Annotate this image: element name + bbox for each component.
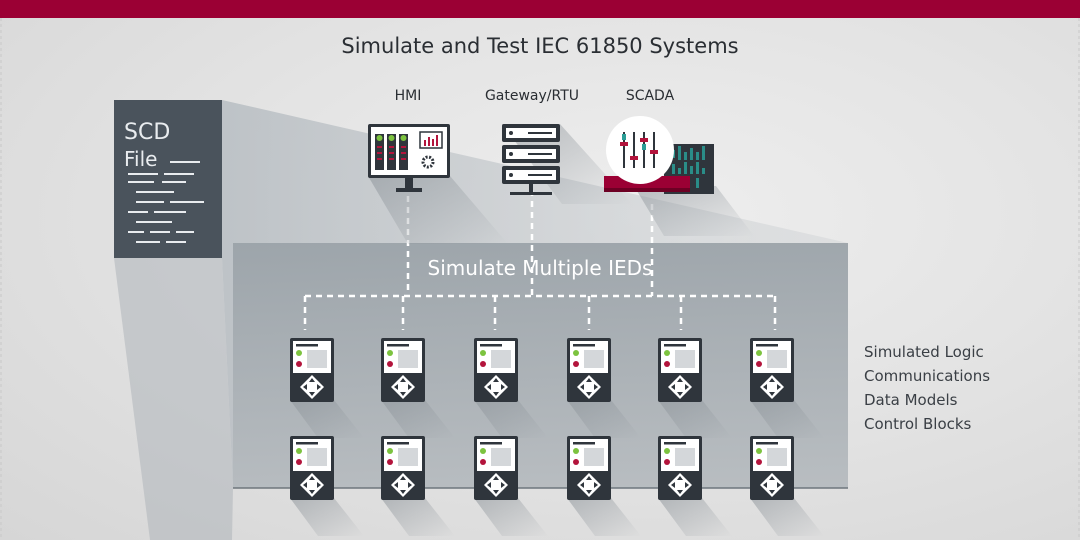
label-hmi: HMI xyxy=(394,88,422,104)
ied-row-2 xyxy=(290,436,824,536)
ied-device-icon xyxy=(381,338,455,438)
feature-data-models: Data Models xyxy=(864,391,958,409)
server-stack-icon xyxy=(502,124,632,204)
scd-line1: SCD xyxy=(124,120,171,145)
scd-projection-lower xyxy=(114,258,233,540)
ied-device-icon xyxy=(567,436,641,536)
scd-file-title: SCD File xyxy=(124,120,170,172)
ied-device-icon xyxy=(750,436,824,536)
ied-device-icon xyxy=(381,436,455,536)
ied-device-icon xyxy=(658,436,732,536)
ied-area-label: Simulate Multiple IEDs xyxy=(427,256,653,280)
ied-area-box xyxy=(233,243,848,488)
ied-row-1 xyxy=(290,338,824,438)
ied-device-icon xyxy=(474,338,548,438)
ied-device-icon xyxy=(658,338,732,438)
ied-device-icon xyxy=(290,338,364,438)
feature-simulated-logic: Simulated Logic xyxy=(864,343,984,361)
label-gateway-rtu: Gateway/RTU xyxy=(484,88,580,104)
system-connectors xyxy=(303,190,777,330)
diagram-title: Simulate and Test IEC 61850 Systems xyxy=(341,34,739,58)
feature-list: Simulated Logic Communications Data Mode… xyxy=(864,340,990,436)
scd-text-lines-icon xyxy=(128,161,204,243)
scada-sliders-icon xyxy=(604,116,754,236)
feature-communications: Communications xyxy=(864,367,991,385)
feature-control-blocks: Control Blocks xyxy=(864,415,972,433)
hmi-monitor-icon xyxy=(368,124,508,244)
ied-device-icon xyxy=(290,436,364,536)
label-scada: SCADA xyxy=(625,88,675,104)
ied-device-icon xyxy=(750,338,824,438)
scd-file-document: SCD File xyxy=(114,100,222,258)
ied-device-icon xyxy=(474,436,548,536)
ied-device-icon xyxy=(567,338,641,438)
scd-line2: File xyxy=(124,147,158,171)
brand-top-bar xyxy=(0,0,1080,18)
